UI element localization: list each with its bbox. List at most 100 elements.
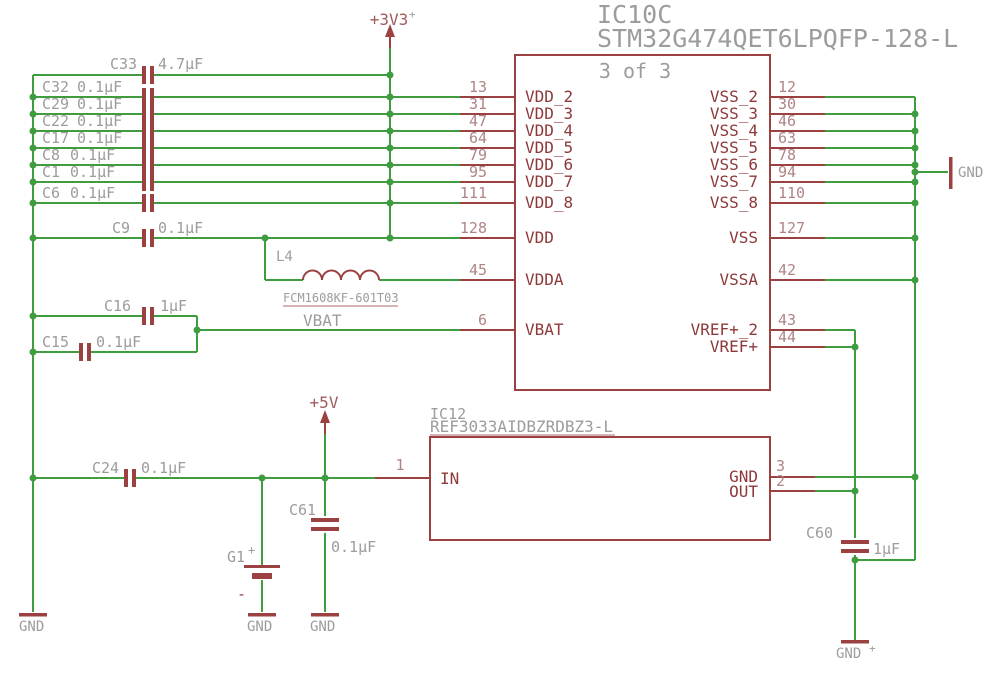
cap-plate xyxy=(150,66,154,84)
cap-value-label: 0.1µF xyxy=(77,95,122,113)
cap-plate xyxy=(142,88,146,106)
cap-plate xyxy=(142,307,146,325)
cap-plate xyxy=(311,518,339,522)
gnd-bar-icon xyxy=(311,613,339,617)
capacitor-c6[interactable]: C6 0.1µF xyxy=(42,184,154,212)
capacitor-c33[interactable]: C33 4.7µF xyxy=(110,55,203,84)
cap-plate xyxy=(150,194,154,212)
supply-3v3-label: +3V3 xyxy=(370,10,409,29)
cap-value-label: 0.1µF xyxy=(141,459,186,477)
vreg-ic12[interactable]: IC12 REF3033AIDBZRDBZ3-L IN GND OUT 1 3 … xyxy=(375,405,815,541)
gnd-symbol-c60[interactable]: GND + xyxy=(836,640,876,662)
cap-ref-label: C29 xyxy=(42,95,69,113)
cap-value-label: 0.1µF xyxy=(77,78,122,96)
pin-num-vdd: 128 xyxy=(460,219,487,237)
pin-name-vss5: VSS_5 xyxy=(710,138,758,157)
cap-value-label: 0.1µF xyxy=(158,219,203,237)
mcu-part-label: STM32G474QET6LPQFP-128-L xyxy=(597,24,958,53)
supply-5v-label: +5V xyxy=(310,393,339,412)
capacitor-c61[interactable]: C61 0.1µF xyxy=(289,501,376,556)
pin-num-vref2: 43 xyxy=(778,311,796,329)
cap-plate xyxy=(150,156,154,174)
pin-name-gnd: GND xyxy=(729,467,758,486)
cap-ref-label: C9 xyxy=(112,219,130,237)
pin-name-vdd8: VDD_8 xyxy=(525,193,573,212)
capacitor-c8[interactable]: C8 0.1µF xyxy=(42,146,154,174)
pin-name-vdd5: VDD_5 xyxy=(525,138,573,157)
gnd-symbol-c61[interactable]: GND xyxy=(310,613,339,635)
cap-plate xyxy=(841,549,869,553)
battery-g1[interactable]: G1 + - xyxy=(227,543,280,603)
pin-name-vdd4: VDD_4 xyxy=(525,121,573,140)
capacitor-c9[interactable]: C9 0.1µF xyxy=(112,219,203,247)
cap-value-label: 0.1µF xyxy=(96,333,141,351)
capacitor-c60[interactable]: C60 1µF xyxy=(806,524,900,558)
mcu-pin-lines xyxy=(460,96,825,348)
pin-num-out: 2 xyxy=(776,472,785,490)
capacitor-c1[interactable]: C1 0.1µF xyxy=(42,163,154,191)
pin-name-vss8: VSS_8 xyxy=(710,193,758,212)
pin-name-vbat: VBAT xyxy=(525,320,564,339)
supply-3v3[interactable]: +3V3 + xyxy=(370,8,416,48)
cap-ref-label: C33 xyxy=(110,55,137,73)
pin-name-vdd2: VDD_2 xyxy=(525,87,573,106)
supply-5v-arrow-icon xyxy=(320,410,330,423)
pin-name-vss2: VSS_2 xyxy=(710,87,758,106)
capacitor-c17[interactable]: C17 0.1µF xyxy=(42,129,154,157)
cap-value-label: 0.1µF xyxy=(70,163,115,181)
inductor-l4[interactable]: L4 FCM1608KF-601T03 xyxy=(276,249,399,307)
gnd-symbol-battery[interactable]: GND xyxy=(247,613,276,635)
cap-plate xyxy=(132,469,136,487)
gnd-bar-icon xyxy=(841,640,869,644)
pin-name-vss: VSS xyxy=(729,228,758,247)
gnd-origin-cross: + xyxy=(869,642,876,655)
wires xyxy=(32,48,948,640)
cap-ref-label: C60 xyxy=(806,524,833,542)
cap-plate xyxy=(311,527,339,531)
cap-plate xyxy=(150,173,154,191)
cap-ref-label: C61 xyxy=(289,501,316,519)
cap-ref-label: C6 xyxy=(42,184,60,202)
pin-name-vss3: VSS_3 xyxy=(710,104,758,123)
cap-plate xyxy=(142,173,146,191)
vreg-pin-lines xyxy=(375,476,815,492)
mcu-ic10c[interactable]: IC10C STM32G474QET6LPQFP-128-L 3 of 3 VD… xyxy=(460,0,958,391)
mcu-gate-label: 3 of 3 xyxy=(599,59,671,83)
cap-ref-label: C8 xyxy=(42,146,60,164)
battery-ref-label: G1 xyxy=(227,548,245,566)
gnd-symbol-right[interactable]: GND xyxy=(949,157,983,189)
cap-value-label: 0.1µF xyxy=(331,538,376,556)
pin-name-vdd7: VDD_7 xyxy=(525,172,573,191)
cap-plate xyxy=(150,307,154,325)
capacitor-c29[interactable]: C29 0.1µF xyxy=(42,95,154,123)
pin-name-vdda: VDDA xyxy=(525,270,564,289)
capacitor-c22[interactable]: C22 0.1µF xyxy=(42,112,154,140)
pin-num-vdd8: 111 xyxy=(460,184,487,202)
cap-plate xyxy=(142,139,146,157)
capacitor-c15[interactable]: C15 0.1µF xyxy=(42,333,141,361)
cap-value-label: 0.1µF xyxy=(70,184,115,202)
supply-3v3-arrow-icon xyxy=(385,24,395,37)
cap-value-label: 0.1µF xyxy=(70,146,115,164)
capacitor-c24[interactable]: C24 0.1µF xyxy=(92,459,186,487)
cap-plate xyxy=(150,122,154,140)
supply-5v[interactable]: +5V xyxy=(310,393,339,434)
cap-value-label: 1µF xyxy=(873,540,900,558)
pin-num-gnd: 3 xyxy=(776,457,785,475)
pin-num-vss8: 110 xyxy=(778,184,805,202)
cap-ref-label: C22 xyxy=(42,112,69,130)
cap-plate xyxy=(142,122,146,140)
inductor-part-label: FCM1608KF-601T03 xyxy=(283,291,399,305)
gnd-label: GND xyxy=(958,165,983,181)
pin-name-vss4: VSS_4 xyxy=(710,121,758,140)
gnd-label: GND xyxy=(19,619,44,635)
gnd-symbol-left[interactable]: GND xyxy=(19,613,47,635)
cap-ref-label: C1 xyxy=(42,163,60,181)
capacitor-c32[interactable]: C32 0.1µF xyxy=(42,78,154,106)
capacitor-c16[interactable]: C16 1µF xyxy=(104,297,187,325)
pin-num-vdda: 45 xyxy=(469,261,487,279)
cap-plate xyxy=(142,66,146,84)
pin-name-out: OUT xyxy=(729,482,758,501)
pin-num-vdd4: 47 xyxy=(469,112,487,130)
vreg-outline xyxy=(429,436,771,541)
